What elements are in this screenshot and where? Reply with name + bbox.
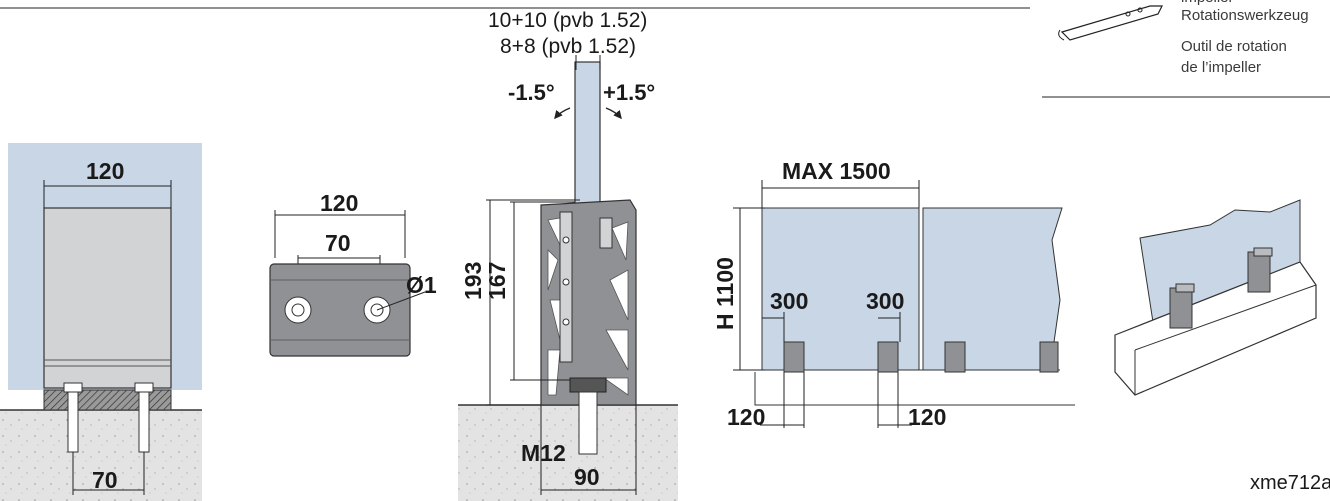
glass-thickness-option-1: 10+10 (pvb 1.52) xyxy=(488,9,648,32)
anchor-size-label: M12 xyxy=(521,440,566,466)
bracket-width-label-1: 120 xyxy=(727,404,766,430)
max-span-label: MAX 1500 xyxy=(782,158,891,184)
bracket-width-label-2: 120 xyxy=(908,404,947,430)
base-width-label: 90 xyxy=(574,464,600,490)
front-view xyxy=(0,143,202,501)
rotation-tool-icon xyxy=(1058,5,1163,41)
post-offset-label-2: 300 xyxy=(866,288,905,314)
top-hole-spacing-label: 70 xyxy=(325,230,351,256)
glass-thickness-option-2: 8+8 (pvb 1.52) xyxy=(500,35,637,58)
post-offset-label-1: 300 xyxy=(770,288,809,314)
front-bolt-spacing-label: 70 xyxy=(92,467,118,493)
header-rule xyxy=(0,7,1330,98)
top-view xyxy=(269,210,426,357)
height-total-label: 193 xyxy=(460,261,486,300)
tool-caption-line-4: de l’impeller xyxy=(1181,59,1262,76)
height-inner-label: 167 xyxy=(484,261,510,300)
drawing-reference: xme712a xyxy=(1250,472,1330,494)
tool-caption-line-1: impeller xyxy=(1181,0,1234,7)
front-width-label: 120 xyxy=(86,158,125,184)
perspective-view xyxy=(1114,199,1317,396)
panel-elevation-view xyxy=(733,180,1075,428)
tool-caption-line-3: Outil de rotation xyxy=(1181,38,1287,55)
tilt-plus-label: +1.5° xyxy=(603,80,656,105)
top-width-label: 120 xyxy=(320,190,359,216)
tool-caption-line-2: Rotationswerkzeug xyxy=(1181,7,1309,24)
section-view xyxy=(458,55,678,501)
tilt-minus-label: -1.5° xyxy=(508,80,555,105)
panel-height-label: H 1100 xyxy=(712,257,738,330)
hole-diameter-label: Ø1 xyxy=(406,272,437,298)
